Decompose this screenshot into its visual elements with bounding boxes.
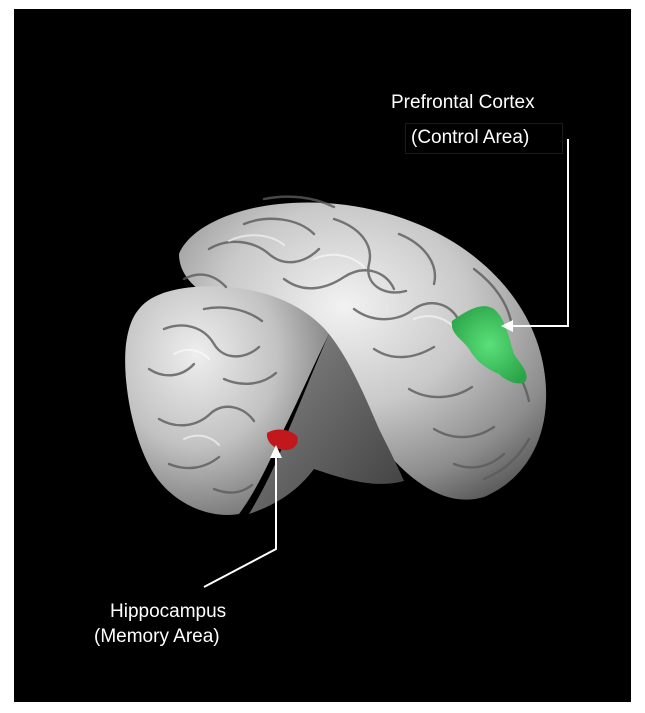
prefrontal-pointer-line [511,139,568,326]
prefrontal-cortex-sublabel: (Control Area) [411,127,529,149]
figure-frame: Prefrontal Cortex (Control Area) Hippoca… [14,9,631,702]
hippocampus-label: Hippocampus [110,601,226,623]
hippocampus-sublabel: (Memory Area) [94,626,220,648]
brain-illustration [14,9,631,702]
prefrontal-cortex-label: Prefrontal Cortex [391,92,535,114]
